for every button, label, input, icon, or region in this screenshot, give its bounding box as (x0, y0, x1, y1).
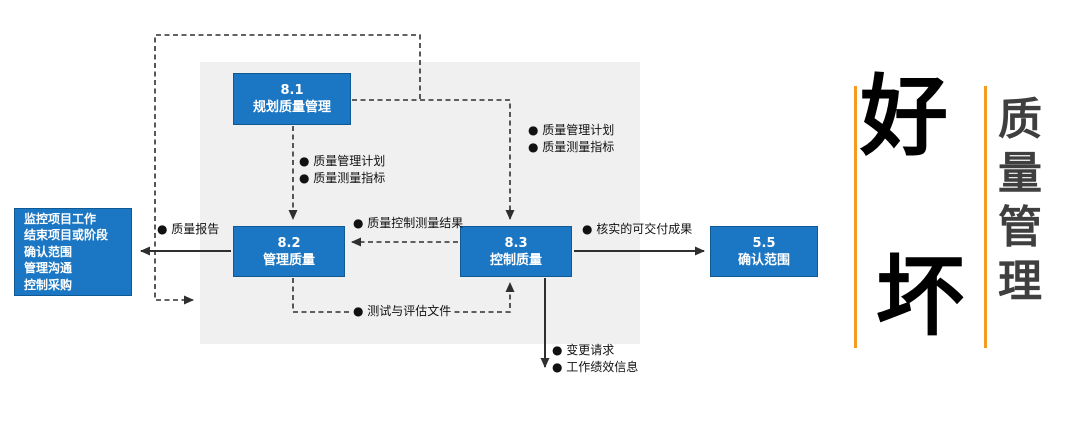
process-id: 8.3 (504, 235, 528, 251)
process-box-plan-quality: 8.1 规划质量管理 (233, 73, 351, 125)
label-test-eval-docs: ● 测试与评估文件 (350, 303, 455, 320)
bad-character: 坏 (876, 244, 965, 348)
label-plan-to-manage-1: ● 质量管理计划 (299, 154, 386, 168)
process-box-validate-scope: 5.5 确认范围 (710, 226, 818, 277)
external-process-item: 结束项目或阶段 (24, 228, 109, 243)
vertical-title-char: 量 (998, 148, 1042, 199)
vertical-title-char: 理 (998, 256, 1042, 307)
process-box-manage-quality: 8.2 管理质量 (233, 226, 345, 277)
vertical-title-char: 质 (998, 94, 1042, 145)
process-name: 控制质量 (489, 252, 542, 268)
process-name: 确认范围 (737, 252, 790, 268)
vertical-title-quality-management: 质 量 管 理 (998, 96, 1042, 306)
accent-line-right (984, 86, 987, 348)
process-id: 8.1 (280, 83, 304, 98)
label-change-request: ● 变更请求 (552, 343, 615, 357)
good-character: 好 (860, 64, 949, 168)
process-name: 管理质量 (262, 252, 315, 268)
external-process-item: 确认范围 (24, 244, 73, 259)
process-box-control-quality: 8.3 控制质量 (460, 226, 572, 277)
label-plan-to-manage-2: ● 质量测量指标 (299, 171, 386, 185)
vertical-title-char: 管 (998, 202, 1042, 253)
label-quality-report: ● 质量报告 (157, 222, 220, 236)
label-verified-deliverables: ● 核实的可交付成果 (582, 222, 693, 236)
process-id: 5.5 (752, 235, 776, 251)
process-name: 规划质量管理 (252, 100, 331, 115)
external-process-item: 监控项目工作 (24, 211, 97, 226)
process-id: 8.2 (277, 235, 301, 251)
label-work-performance: ● 工作绩效信息 (552, 360, 639, 374)
label-plan-to-control-2: ● 质量测量指标 (528, 140, 615, 154)
accent-line-left (854, 86, 857, 348)
external-process-item: 管理沟通 (24, 261, 73, 276)
external-processes-box: 监控项目工作 结束项目或阶段 确认范围 管理沟通 控制采购 (14, 208, 132, 296)
label-plan-to-control-1: ● 质量管理计划 (528, 123, 615, 137)
external-process-item: 控制采购 (24, 277, 73, 292)
label-control-to-manage: ● 质量控制测量结果 (353, 216, 464, 230)
